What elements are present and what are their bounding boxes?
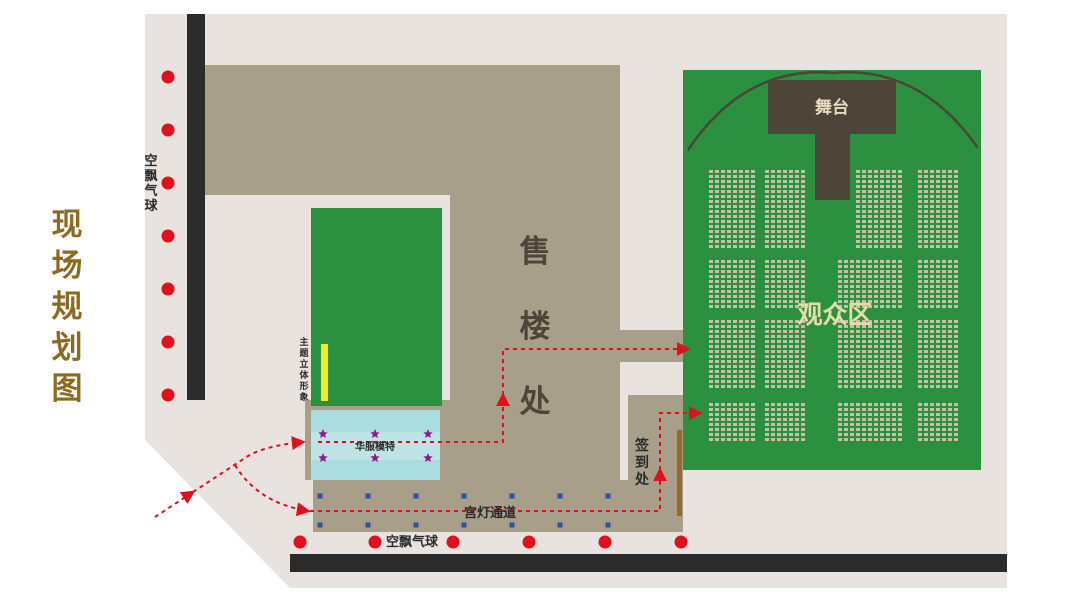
seat-block (918, 320, 958, 388)
seat-block (765, 170, 805, 248)
seat-block (838, 403, 902, 441)
walkway (205, 65, 685, 532)
guest-routes (154, 342, 703, 518)
lantern-marker (461, 493, 467, 499)
balloon-marker (161, 176, 175, 190)
page-title: 现场规划图 (51, 207, 83, 407)
seat-block (765, 260, 805, 308)
balloon-marker (293, 535, 307, 549)
route-models-to-sales (318, 392, 510, 443)
audience-label: 观众区 (797, 300, 872, 329)
left-wall (187, 14, 205, 400)
seat-block (856, 170, 902, 248)
balloon-marker (598, 535, 612, 549)
route-to-lantern-path (234, 464, 311, 517)
balloon-marker (161, 335, 175, 349)
seat-block (918, 403, 958, 441)
lantern-row (317, 493, 611, 528)
route-to-models (192, 436, 306, 493)
stage (768, 80, 896, 134)
seating-area (709, 170, 958, 441)
star-marker (423, 453, 433, 463)
stage-arc (686, 71, 980, 151)
star-marker (318, 429, 328, 439)
lantern-marker (413, 522, 419, 528)
lantern-marker (413, 493, 419, 499)
model-stars (318, 429, 433, 463)
seat-block (709, 320, 755, 388)
lantern-marker (365, 493, 371, 499)
lantern-marker (605, 522, 611, 528)
left-balloons-label: 空飘气球 (144, 153, 158, 214)
bottom-wall (290, 554, 1007, 572)
balloon-marker (161, 229, 175, 243)
checkin-label: 签到处 (634, 437, 650, 488)
bottom-balloons-label: 空飘气球 (386, 534, 439, 550)
lantern-marker (317, 522, 323, 528)
seat-block (709, 403, 755, 441)
route-sales-to-audience (502, 342, 691, 395)
star-marker (318, 453, 328, 463)
seat-block (918, 260, 958, 308)
balloon-marker (522, 535, 536, 549)
theme-sculpture (321, 344, 328, 401)
lantern-path-label: 宫灯通道 (464, 505, 516, 521)
lantern-marker (509, 522, 515, 528)
entry-route (154, 490, 196, 518)
theme-lawn (311, 208, 442, 406)
seat-block (918, 170, 958, 248)
seat-block (765, 320, 805, 388)
models-label: 华服模特 (355, 440, 395, 453)
seat-block (838, 260, 902, 308)
sales-office-label: 售楼处 (519, 234, 551, 420)
route-checkin-to-audience (659, 406, 703, 470)
theme-sculpture-label: 主题立体形象 (298, 336, 309, 403)
balloon-markers (161, 70, 688, 549)
seat-block (838, 320, 902, 388)
lantern-marker (461, 522, 467, 528)
lantern-marker (509, 493, 515, 499)
lantern-marker (365, 522, 371, 528)
balloon-marker (446, 535, 460, 549)
route-lantern-path-to-checkin (310, 467, 667, 512)
balloon-marker (161, 123, 175, 137)
balloon-marker (674, 535, 688, 549)
seat-block (709, 170, 755, 248)
stage-runway (815, 134, 850, 200)
stage-label: 舞台 (815, 97, 849, 118)
star-marker (370, 453, 380, 463)
balloon-marker (161, 70, 175, 84)
seat-block (709, 260, 755, 308)
lantern-marker (317, 493, 323, 499)
balloon-marker (161, 282, 175, 296)
star-marker (423, 429, 433, 439)
balloon-marker (368, 535, 382, 549)
checkin-desk (677, 430, 682, 516)
star-marker (370, 429, 380, 439)
seat-block (765, 403, 805, 441)
lantern-marker (557, 493, 563, 499)
balloon-marker (161, 388, 175, 402)
lantern-marker (605, 493, 611, 499)
lantern-marker (557, 522, 563, 528)
